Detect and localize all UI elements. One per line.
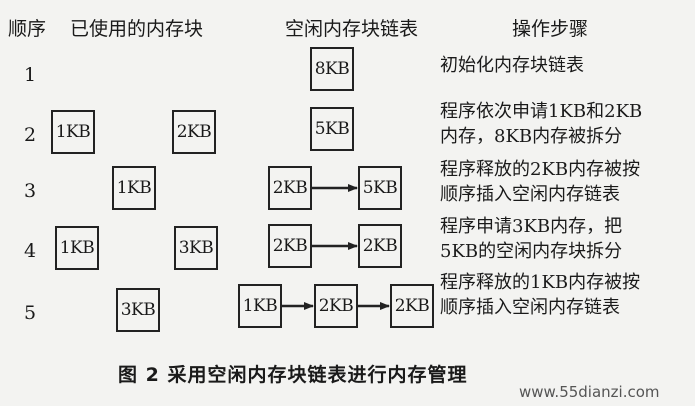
free-block: 1KB: [238, 284, 282, 328]
row-number-3: 3: [23, 180, 37, 202]
free-block: 5KB: [310, 107, 354, 151]
row-number-2: 2: [23, 124, 37, 146]
watermark: www.55dianzi.com: [519, 383, 660, 401]
free-block: 8KB: [310, 47, 354, 91]
step-text-5: 程序释放的1KB内存被按 顺序插入空闲内存链表: [440, 272, 641, 318]
used-block: 1KB: [51, 110, 95, 154]
free-block: 2KB: [268, 166, 312, 210]
free-block: 2KB: [268, 224, 312, 268]
figure-caption: 图 2 采用空闲内存块链表进行内存管理: [118, 364, 468, 386]
row-number-4: 4: [23, 240, 37, 262]
used-block: 3KB: [116, 288, 160, 332]
step-text-3: 程序释放的2KB内存被按 顺序插入空闲内存链表: [440, 159, 641, 205]
header-free-list: 空闲内存块链表: [285, 18, 419, 40]
step-text-4: 程序申请3KB内存，把 5KB的空闲内存块拆分: [440, 216, 623, 262]
free-block: 2KB: [314, 284, 358, 328]
header-steps: 操作步骤: [512, 18, 589, 40]
free-block: 2KB: [390, 284, 434, 328]
free-block: 5KB: [358, 166, 402, 210]
step-text-1: 初始化内存块链表: [440, 55, 584, 76]
row-number-5: 5: [23, 302, 37, 324]
row-number-1: 1: [23, 64, 37, 86]
free-block: 2KB: [358, 224, 402, 268]
header-order: 顺序: [8, 18, 47, 40]
used-block: 3KB: [174, 226, 218, 270]
used-block: 2KB: [172, 110, 216, 154]
used-block: 1KB: [55, 226, 99, 270]
used-block: 1KB: [112, 166, 156, 210]
header-used-blocks: 已使用的内存块: [70, 18, 204, 40]
step-text-2: 程序依次申请1KB和2KB 内存，8KB内存被拆分: [440, 101, 643, 147]
